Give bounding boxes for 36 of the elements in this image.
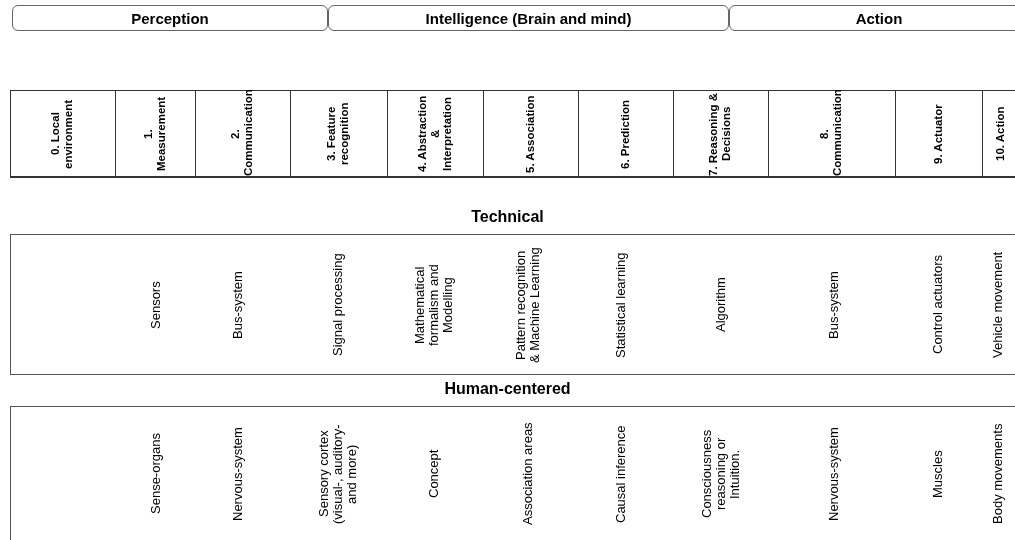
column-header: 1. Measurement xyxy=(142,95,168,174)
column-header: 6. Prediction xyxy=(618,98,632,171)
category-item: Vehicle movement xyxy=(990,250,1006,361)
category-item: Concept xyxy=(426,448,442,501)
column-header: 2. Communication xyxy=(229,92,255,176)
column-header: 5. Association xyxy=(523,94,537,175)
category-item: Sense-organs xyxy=(148,432,164,517)
section-title: Human-centered xyxy=(443,380,572,398)
category-item: Consciousness reasoning or Intuition. xyxy=(699,428,743,521)
category-item: Nervous-system xyxy=(230,426,246,523)
category-item: Sensory cortex (visual-, auditory- and more) xyxy=(316,423,360,526)
phase-bar: Perception xyxy=(12,5,328,31)
category-item: Association areas xyxy=(520,421,536,528)
category-item: Body movements xyxy=(990,422,1006,527)
category-item: Bus-system xyxy=(826,270,842,341)
column-header: 3. Feature recognition xyxy=(325,101,351,168)
column-header: 7. Reasoning & Decisions xyxy=(707,92,733,176)
category-item: Causal inference xyxy=(613,424,629,525)
section-title: Technical xyxy=(470,208,545,226)
category-item: Muscles xyxy=(930,449,946,500)
column-header: 8. Communication xyxy=(818,92,844,176)
category-item: Mathematical formalism and Modelling xyxy=(412,263,456,348)
column-header: 10. Action xyxy=(993,105,1007,164)
column-header: 9. Actuator xyxy=(931,103,945,166)
category-item: Signal processing xyxy=(330,252,346,359)
phase-bar: Intelligence (Brain and mind) xyxy=(328,5,729,31)
category-item: Control actuators xyxy=(930,254,946,357)
category-item: Pattern recognition & Machine Learning xyxy=(513,246,543,364)
category-item: Nervous-system xyxy=(826,426,842,523)
category-item: Bus-system xyxy=(230,270,246,341)
phase-bar: Action xyxy=(729,5,1015,31)
category-item: Sensors xyxy=(148,280,164,331)
column-header: 4. Abstraction & Interpretation xyxy=(416,94,454,175)
category-item: Algorithm xyxy=(713,276,729,335)
column-header: 0. Local environment xyxy=(49,98,75,171)
category-item: Statistical learning xyxy=(613,251,629,360)
